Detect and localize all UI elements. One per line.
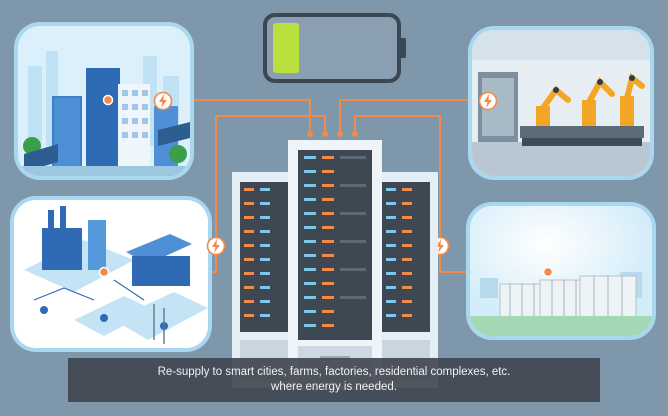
server-rack-center (288, 140, 382, 390)
caption-box: Re-supply to smart cities, farms, factor… (68, 358, 600, 402)
caption-line-1: Re-supply to smart cities, farms, factor… (68, 365, 600, 380)
caption-line-2: where energy is needed. (68, 380, 600, 395)
